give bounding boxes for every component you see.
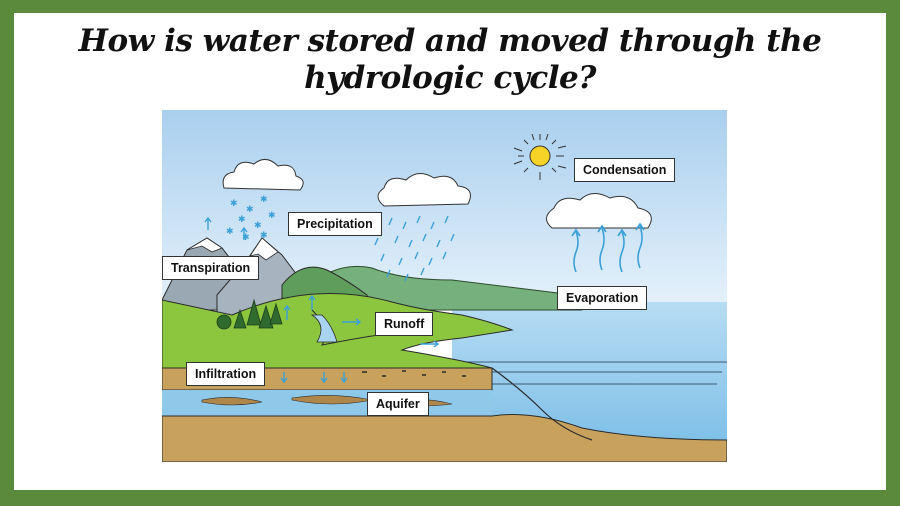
tree-cluster [216,298,283,330]
svg-text:✱: ✱ [226,227,234,237]
svg-text:✱: ✱ [242,233,250,243]
label-precipitation: Precipitation [288,212,382,236]
water-cycle-illustration: ✱✱✱ ✱✱✱ ✱✱✱ Condensation [162,110,727,462]
svg-text:✱: ✱ [246,205,254,215]
cloud-left [222,159,304,191]
evaporation-arrows [571,222,645,273]
runoff-stream [310,314,338,343]
label-infiltration: Infiltration [186,362,266,386]
label-runoff: Runoff [375,312,434,336]
label-transpiration: Transpiration [162,256,260,280]
bedrock [162,414,727,462]
slide-title: How is water stored and moved through th… [78,23,822,96]
svg-text:✱: ✱ [260,231,268,241]
svg-text:✱: ✱ [230,199,238,209]
cloud-right [546,193,652,229]
label-condensation: Condensation [574,158,676,182]
svg-text:✱: ✱ [260,195,268,205]
svg-text:✱: ✱ [268,211,276,221]
small-arrows [204,216,440,384]
svg-text:✱: ✱ [254,221,262,231]
cloud-middle [377,173,471,207]
label-evaporation: Evaporation [557,286,648,310]
label-aquifer: Aquifer [367,392,429,416]
rainfall [374,215,455,282]
sun [513,133,567,180]
svg-text:✱: ✱ [238,215,246,225]
snowfall: ✱✱✱ ✱✱✱ ✱✱✱ [226,195,276,243]
